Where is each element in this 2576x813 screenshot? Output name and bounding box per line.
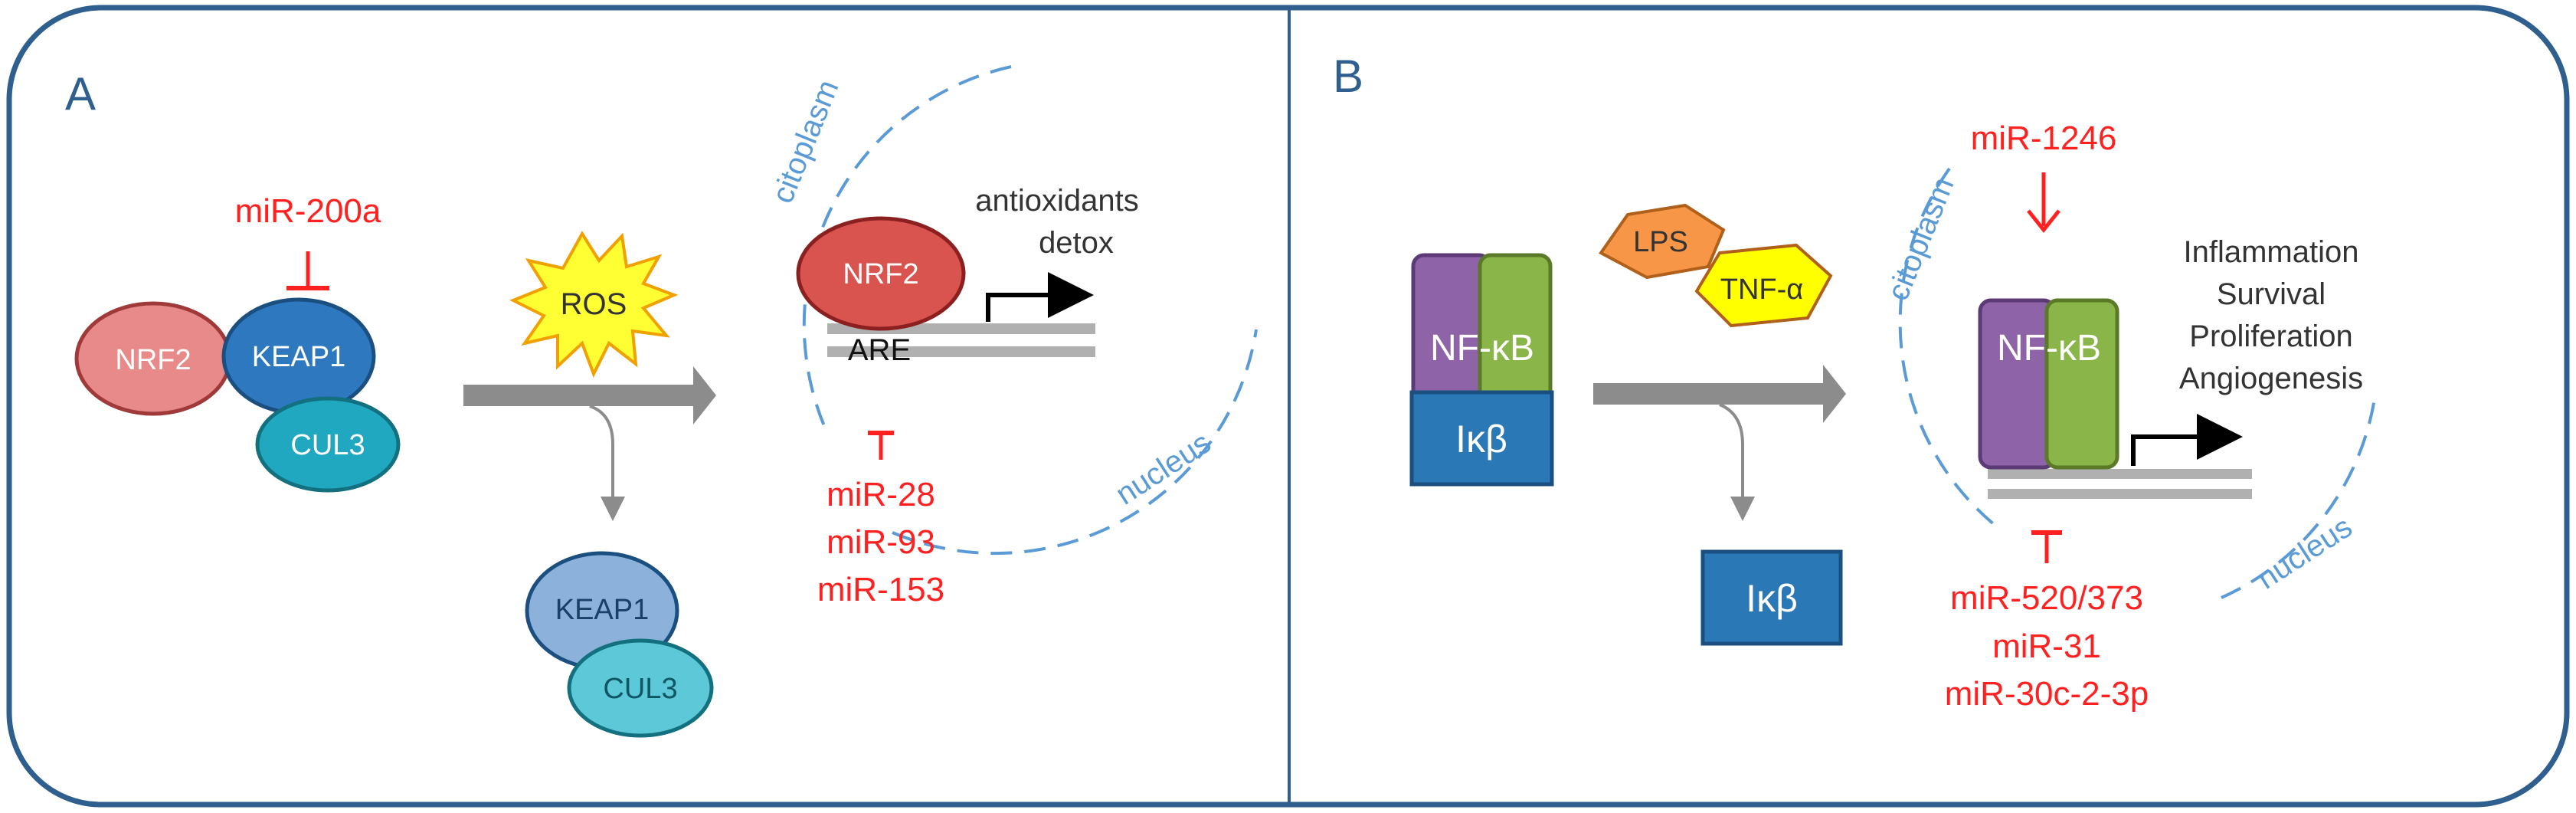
panel-a-ros-burst bbox=[509, 231, 679, 378]
panel-a-mir200a-label: miR-200a bbox=[235, 192, 381, 230]
panel-a-keap1-released-label: KEAP1 bbox=[555, 594, 650, 626]
panel-b-outcome-1: Inflammation bbox=[2184, 235, 2359, 269]
panel-b-lps-hexagon bbox=[1599, 203, 1726, 280]
panel-a-antioxidants-label: antioxidants bbox=[975, 184, 1138, 218]
panel-b-main-arrow bbox=[1593, 365, 1846, 423]
panel-b-mir1246-label: miR-1246 bbox=[1971, 120, 2117, 157]
panel-b-outcome-3: Proliferation bbox=[2189, 320, 2352, 353]
panel-b-letter: B bbox=[1333, 51, 1363, 102]
panel-a-inhibition-mark-top bbox=[286, 251, 329, 290]
figure-frame bbox=[6, 5, 2570, 808]
panel-a-nrf2-nucleus-label: NRF2 bbox=[843, 258, 918, 290]
panel-b-ikb-box bbox=[1409, 390, 1554, 487]
panel-b-ikb-label: Iκβ bbox=[1455, 418, 1507, 461]
panel-a-inhibition-mark-bottom bbox=[868, 431, 894, 460]
panel-a-are-label: ARE bbox=[848, 333, 911, 367]
panel-a-main-arrow bbox=[463, 366, 716, 425]
panel-b-ikb-released-box bbox=[1700, 549, 1843, 646]
panel-b-nfkb-nucleus-label: NF-κB bbox=[1997, 328, 2101, 369]
panel-b-tnf-hexagon bbox=[1694, 243, 1833, 328]
panel-b-outcome-2: Survival bbox=[2217, 277, 2326, 311]
panel-a-transcription-arrow bbox=[986, 272, 1094, 322]
panel-b-outcome-4: Angiogenesis bbox=[2179, 362, 2363, 395]
panel-a-nuclear-boundary bbox=[802, 65, 1258, 556]
panel-b-mirna-bottom-2: miR-31 bbox=[1992, 628, 2101, 665]
panel-a-nrf2-nucleus-ellipse bbox=[796, 216, 966, 331]
panel-b-lps-label: LPS bbox=[1633, 226, 1688, 258]
panel-b-transcription-arrow bbox=[2131, 414, 2243, 466]
panel-a-ros-label: ROS bbox=[561, 287, 627, 321]
panel-b-cytoplasm-label: citoplasm bbox=[1881, 172, 1961, 305]
panel-a-cul3-released-ellipse bbox=[567, 638, 714, 738]
panel-b-tnf-label: TNF-α bbox=[1720, 274, 1804, 306]
panel-a-cul3-label: CUL3 bbox=[290, 429, 365, 461]
panel-a-nrf2-label: NRF2 bbox=[115, 344, 191, 376]
panel-a-letter: A bbox=[65, 68, 96, 120]
panel-a-cul3-released-label: CUL3 bbox=[603, 673, 677, 705]
panel-a-dna-strand-bottom bbox=[827, 346, 1095, 357]
panel-b-mirna-bottom-1: miR-520/373 bbox=[1950, 579, 2143, 617]
panel-a: A miR-200a NRF2 KEAP1 CUL3 ROS KEAP1 CUL… bbox=[65, 65, 1258, 738]
panel-b-dna-strand-bottom bbox=[1988, 489, 2252, 499]
panel-b-nfkb-nucleus-p50 bbox=[1978, 298, 2057, 470]
panel-b-ikb-released-label: Iκβ bbox=[1746, 577, 1798, 620]
panel-a-mirna-bottom-1: miR-28 bbox=[826, 476, 935, 513]
panel-b-nucleus-label: nucleus bbox=[2251, 510, 2358, 596]
panel-b-branch-arrow bbox=[1719, 403, 1755, 521]
panel-b-mirna-bottom-3: miR-30c-2-3p bbox=[1945, 675, 2149, 713]
panel-a-cul3-ellipse bbox=[255, 396, 401, 493]
panel-b-nfkb-label: NF-κB bbox=[1430, 328, 1534, 369]
panel-a-keap1-label: KEAP1 bbox=[252, 341, 346, 373]
panel-a-branch-arrow bbox=[589, 405, 625, 521]
panel-a-nucleus-label: nucleus bbox=[1110, 426, 1217, 512]
panel-b-inhibition-mark-bottom bbox=[2031, 530, 2062, 563]
panel-b-nuclear-boundary bbox=[1898, 167, 2376, 599]
panel-b-nfkb-nucleus-p65 bbox=[2044, 298, 2119, 470]
panel-a-mirna-bottom-2: miR-93 bbox=[826, 523, 935, 561]
panel-a-detox-label: detox bbox=[1039, 226, 1114, 260]
panel-b: B NF-κB Iκβ LPS TNF-α Iκβ citoplasm nucl… bbox=[1333, 51, 2376, 713]
panel-b-mir1246-arrow bbox=[2027, 172, 2060, 234]
panel-b-dna-strand-top bbox=[1988, 469, 2252, 479]
panel-a-cytoplasm-label: citoplasm bbox=[766, 75, 846, 208]
panel-a-mirna-bottom-3: miR-153 bbox=[817, 571, 944, 608]
